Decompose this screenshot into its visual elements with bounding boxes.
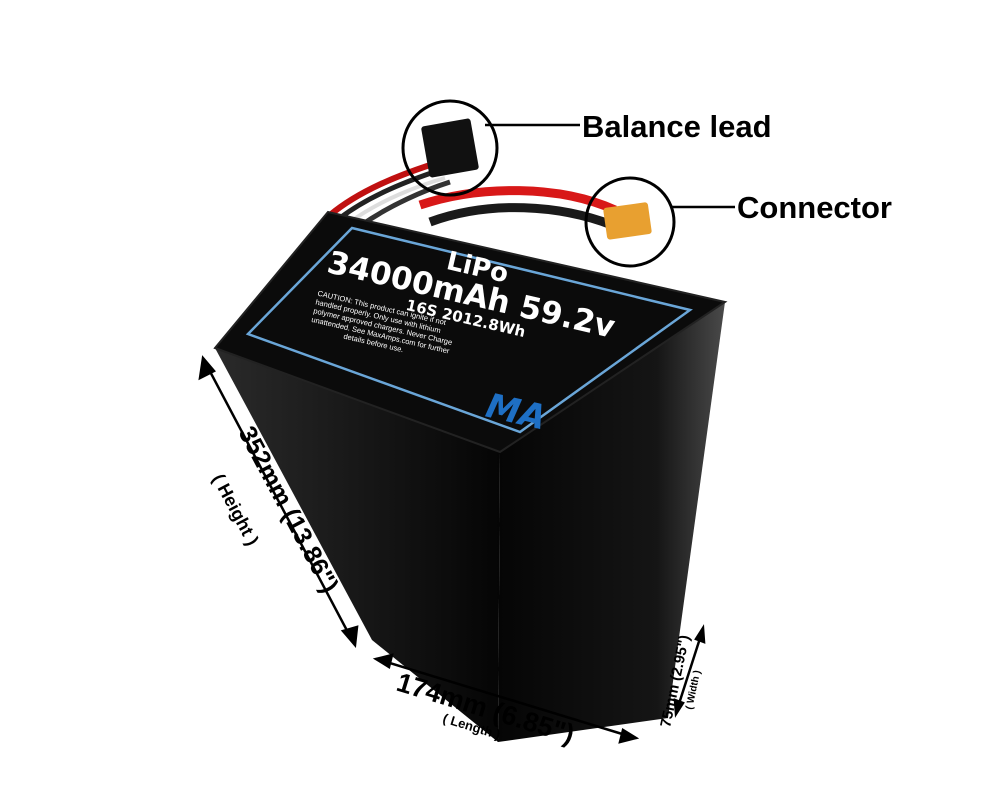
- length-arrow: [379, 658, 633, 739]
- height-arrowhead-top: [198, 355, 216, 381]
- balance-connector: [421, 118, 479, 178]
- length-arrowhead-left: [372, 653, 394, 669]
- height-arrow: [203, 361, 354, 641]
- battery-label-border: [245, 226, 693, 434]
- connector-callout: Connector: [737, 190, 892, 225]
- width-arrowhead-top: [694, 624, 706, 644]
- balance-lead-highlight: [401, 99, 499, 197]
- width-arrow: [675, 631, 704, 711]
- length-arrowhead-right: [618, 728, 640, 744]
- connector-highlight: [584, 176, 676, 268]
- main-lead-black: [428, 203, 614, 230]
- battery-top-face: [213, 210, 728, 454]
- width-arrowhead-bottom: [673, 698, 685, 718]
- height-arrowhead-bottom: [340, 625, 359, 648]
- balance-lead-callout: Balance lead: [582, 109, 772, 144]
- main-lead-red: [418, 186, 617, 215]
- height-caption: ( Height ): [208, 470, 262, 548]
- battery-right-face: [498, 302, 725, 742]
- battery-left-face: [215, 348, 500, 742]
- xt-connector: [603, 202, 652, 240]
